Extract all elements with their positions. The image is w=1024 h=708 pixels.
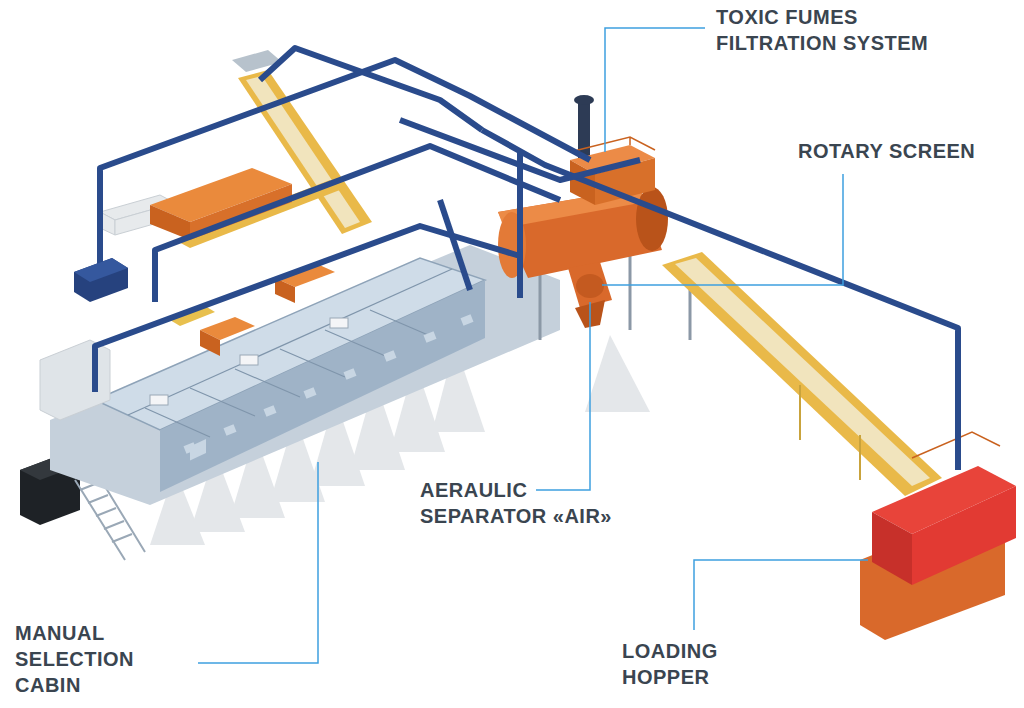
selection-cabin-part-part <box>240 355 258 365</box>
press-machine-part <box>150 205 190 240</box>
selection-cabin-part <box>150 318 348 405</box>
leader-line <box>198 462 318 663</box>
loading-hopper-part <box>872 512 912 585</box>
leader-line <box>605 28 705 152</box>
callout-label: AERAULIC SEPARATOR «AIR» <box>420 477 650 529</box>
selection-cabin-part <box>128 269 452 437</box>
filtration-system-part <box>570 137 655 152</box>
selection-cabin-part-part <box>128 269 452 415</box>
selection-cabin-part-part <box>185 318 472 450</box>
selection-cabin-part-part <box>145 310 435 437</box>
callout-label: LOADING HOPPER <box>622 638 732 690</box>
callout-label: MANUAL SELECTION CABIN <box>15 620 145 698</box>
extraction-hood-part <box>74 258 128 302</box>
selection-cabin-part <box>160 280 485 492</box>
duct-pipes-part <box>260 48 482 130</box>
rotary-screen-part <box>636 187 668 251</box>
leader-line <box>536 302 590 490</box>
loading-hopper <box>860 432 1016 640</box>
duct-pipes-part <box>517 150 523 298</box>
right-conveyor-part <box>662 252 942 496</box>
press-machine-part <box>200 330 220 356</box>
callout-label: TOXIC FUMES FILTRATION SYSTEM <box>716 4 966 56</box>
duct-pipes <box>95 48 958 470</box>
selection-cabin-part <box>50 245 560 505</box>
selection-cabin-part <box>185 318 472 450</box>
leader-line <box>602 174 843 285</box>
filtration-system-part <box>574 95 594 105</box>
right-conveyor-part <box>800 385 860 480</box>
extraction-hood-part <box>74 258 128 282</box>
hopper-cones-part <box>585 335 650 412</box>
duct-pipes-part <box>440 200 470 290</box>
selection-cabin <box>50 245 560 505</box>
right-conveyor <box>662 252 942 496</box>
right-conveyor-part <box>675 258 930 486</box>
leader-lines <box>198 28 868 663</box>
extraction-hood <box>74 258 128 302</box>
side-boxes <box>40 195 175 420</box>
leader-line <box>694 560 868 630</box>
selection-cabin-part-part <box>150 395 168 405</box>
aeraulic-separator-part <box>576 274 604 298</box>
duct-pipes-part <box>155 146 560 302</box>
side-boxes-part <box>40 340 110 420</box>
selection-cabin-part-part <box>330 318 348 328</box>
press-machine <box>150 168 335 356</box>
callout-label: ROTARY SCREEN <box>798 138 1008 164</box>
duct-pipes-part <box>400 120 640 180</box>
duct-pipes-part <box>482 130 958 470</box>
press-machine-part <box>275 278 295 303</box>
loading-hopper-part <box>912 486 1016 585</box>
